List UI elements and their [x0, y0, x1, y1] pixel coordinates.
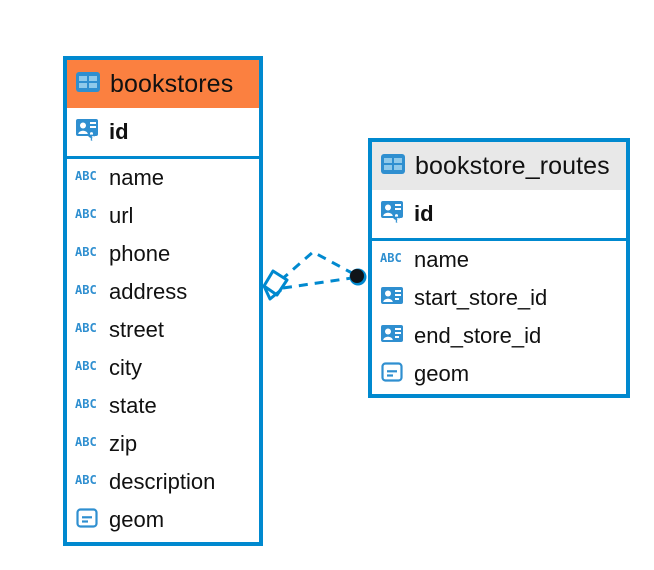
foreign-key-icon	[380, 323, 406, 350]
field-row-geom[interactable]: geom	[372, 355, 626, 393]
svg-text:ABC: ABC	[75, 397, 97, 411]
field-row-zip[interactable]: ABC zip	[67, 425, 259, 463]
svg-text:ABC: ABC	[75, 473, 97, 487]
field-label: id	[414, 201, 434, 226]
open-diamond-many-marker	[262, 269, 289, 301]
text-type-icon: ABC	[75, 282, 101, 303]
field-label: name	[414, 247, 470, 272]
field-row-end-store-id[interactable]: end_store_id	[372, 317, 626, 355]
field-row-street[interactable]: ABC street	[67, 311, 259, 349]
field-label: description	[109, 469, 216, 494]
relationship-line-arc	[280, 250, 353, 282]
field-label: end_store_id	[414, 323, 542, 348]
field-label: name	[109, 165, 165, 190]
filled-circle-one-marker	[349, 268, 367, 286]
geometry-type-icon	[75, 506, 101, 535]
field-label: url	[109, 203, 134, 228]
svg-text:ABC: ABC	[75, 359, 97, 373]
field-label: id	[109, 119, 129, 144]
text-type-icon: ABC	[75, 244, 101, 265]
field-row-description[interactable]: ABC description	[67, 463, 259, 501]
primary-key-section: id	[372, 190, 626, 241]
field-label: address	[109, 279, 188, 304]
entity-header-bookstore-routes[interactable]: bookstore_routes	[372, 142, 626, 190]
entity-header-bookstores[interactable]: bookstores	[67, 60, 259, 108]
field-row-city[interactable]: ABC city	[67, 349, 259, 387]
field-row-id[interactable]: id	[67, 108, 259, 156]
svg-text:ABC: ABC	[75, 169, 97, 183]
text-type-icon: ABC	[75, 434, 101, 455]
field-row-address[interactable]: ABC address	[67, 273, 259, 311]
field-label: street	[109, 317, 165, 342]
relationship-line-straight	[282, 276, 353, 290]
field-label: city	[109, 355, 142, 380]
text-type-icon: ABC	[75, 320, 101, 341]
field-row-phone[interactable]: ABC phone	[67, 235, 259, 273]
field-list-bookstore-routes: ABC name start_store_id	[372, 241, 626, 393]
text-type-icon: ABC	[380, 250, 406, 271]
field-row-geom[interactable]: geom	[67, 501, 259, 539]
entity-title: bookstore_routes	[415, 151, 610, 180]
field-row-name[interactable]: ABC name	[67, 159, 259, 197]
entity-bookstores[interactable]: bookstores	[63, 56, 263, 546]
entity-bookstore-routes[interactable]: bookstore_routes	[368, 138, 630, 398]
field-row-start-store-id[interactable]: start_store_id	[372, 279, 626, 317]
text-type-icon: ABC	[75, 168, 101, 189]
field-label: geom	[414, 361, 470, 386]
field-label: start_store_id	[414, 285, 548, 310]
svg-text:ABC: ABC	[75, 283, 97, 297]
svg-text:ABC: ABC	[75, 207, 97, 221]
text-type-icon: ABC	[75, 396, 101, 417]
text-type-icon: ABC	[75, 206, 101, 227]
field-row-name[interactable]: ABC name	[372, 241, 626, 279]
field-list-bookstores: ABC name ABC url ABC p	[67, 159, 259, 539]
primary-key-icon	[75, 117, 101, 148]
text-type-icon: ABC	[75, 472, 101, 493]
field-label: phone	[109, 241, 171, 266]
table-icon	[75, 71, 101, 98]
primary-key-section: id	[67, 108, 259, 159]
entity-title: bookstores	[110, 69, 234, 98]
svg-text:ABC: ABC	[75, 245, 97, 259]
primary-key-icon	[380, 199, 406, 230]
svg-text:ABC: ABC	[75, 435, 97, 449]
field-row-url[interactable]: ABC url	[67, 197, 259, 235]
field-label: geom	[109, 507, 165, 532]
field-row-state[interactable]: ABC state	[67, 387, 259, 425]
field-label: zip	[109, 431, 138, 456]
svg-text:ABC: ABC	[75, 321, 97, 335]
foreign-key-icon	[380, 285, 406, 312]
svg-text:ABC: ABC	[380, 251, 402, 265]
geometry-type-icon	[380, 360, 406, 389]
field-label: state	[109, 393, 157, 418]
text-type-icon: ABC	[75, 358, 101, 379]
table-icon	[380, 153, 406, 180]
field-row-id[interactable]: id	[372, 190, 626, 238]
